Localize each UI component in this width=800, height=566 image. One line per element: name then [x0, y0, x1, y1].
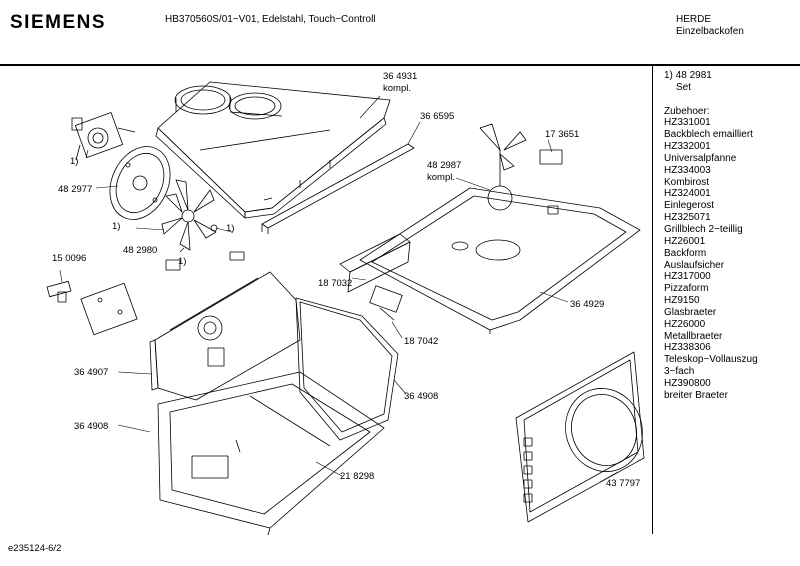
motor-part: [71, 112, 136, 161]
label-482977: 48 2977: [58, 184, 93, 195]
label-187032: 18 7032: [318, 278, 353, 289]
clip-part: [46, 280, 72, 303]
list-item: Universalpfanne: [664, 152, 737, 164]
door-panel-part: [515, 351, 645, 523]
list-item: [664, 94, 794, 106]
hinge-part: [339, 233, 411, 293]
label-482980: 48 2980: [123, 245, 158, 256]
list-item: HZ334003: [664, 164, 711, 176]
label-437797: 43 7797: [606, 478, 641, 489]
list-item: HZ325071: [664, 212, 711, 224]
label-note-1a: 1): [70, 156, 79, 167]
list-item: Metallbraeter: [664, 330, 723, 342]
list-item: Zubehoer:: [664, 105, 710, 117]
label-kompl-1: kompl.: [383, 83, 411, 94]
model-title: HB370560S/01−V01, Edelstahl, Touch−Contr…: [165, 14, 376, 25]
list-item: HZ26000: [664, 318, 706, 330]
list-item: 3−fach: [664, 366, 695, 378]
list-item: Teleskop−Vollauszug: [664, 354, 758, 366]
lamp-part: [369, 285, 403, 321]
label-366595: 36 6595: [420, 111, 455, 122]
top-cover-part: [155, 81, 391, 219]
category-line-2: Einzelbackofen: [676, 26, 744, 37]
label-150096: 15 0096: [52, 253, 87, 264]
list-item: Einlegerost: [664, 200, 715, 212]
label-482987: 48 2987: [427, 160, 462, 171]
list-item: HZ390800: [664, 377, 711, 389]
list-item: HZ324001: [664, 188, 711, 200]
label-364908-left: 36 4908: [74, 421, 109, 432]
side-frame-part: [295, 297, 399, 441]
header-divider: [0, 64, 800, 66]
list-item: HZ338306: [664, 342, 711, 354]
list-item: HZ331001: [664, 117, 711, 129]
sidebar-divider: [652, 64, 654, 534]
label-note-1d: 1): [178, 256, 187, 267]
list-item: Grillblech 2−teillig: [664, 223, 743, 235]
list-item: Backform: [664, 247, 707, 259]
list-item: Pizzaform: [664, 283, 709, 295]
list-item: HZ317000: [664, 271, 711, 283]
bottom-tray-part: [157, 371, 385, 536]
list-item: HZ9150: [664, 295, 700, 307]
category-label: HERDE Einzelbackofen: [676, 14, 744, 38]
category-line-1: HERDE: [676, 14, 712, 25]
label-note-1c: 1): [226, 223, 235, 234]
list-item: Auslaufsicher: [664, 259, 725, 271]
fan-blade-part: [161, 179, 218, 251]
brand-logo: SIEMENS: [10, 12, 107, 33]
label-364929: 36 4929: [570, 299, 605, 310]
rail-part: [261, 143, 415, 234]
list-item: Kombirost: [664, 176, 710, 188]
label-218298: 21 8298: [340, 471, 375, 482]
oven-plate-part: [359, 123, 641, 334]
list-item: Glasbraeter: [664, 306, 717, 318]
label-kompl-2: kompl.: [427, 172, 455, 183]
accessory-list: 1) 48 2981 Set Zubehoer: HZ331001 Backbl…: [664, 70, 794, 402]
label-364908-right: 36 4908: [404, 391, 439, 402]
list-item: 1) 48 2981: [664, 70, 712, 81]
label-364907: 36 4907: [74, 367, 109, 378]
list-item: Backblech emailliert: [664, 129, 753, 141]
label-364931: 36 4931: [383, 71, 418, 82]
leader-lines: [59, 95, 619, 483]
rear-panel-part: [80, 251, 301, 401]
label-187042: 18 7042: [404, 336, 439, 347]
list-item: HZ26001: [664, 235, 706, 247]
list-item: Set: [676, 81, 692, 93]
label-173651: 17 3651: [545, 129, 580, 140]
list-item: breiter Braeter: [664, 389, 728, 401]
document-code: e235124-6/2: [8, 543, 62, 554]
list-item: HZ332001: [664, 141, 711, 153]
label-note-1b: 1): [112, 221, 121, 232]
fan-cover-part: [109, 146, 171, 220]
